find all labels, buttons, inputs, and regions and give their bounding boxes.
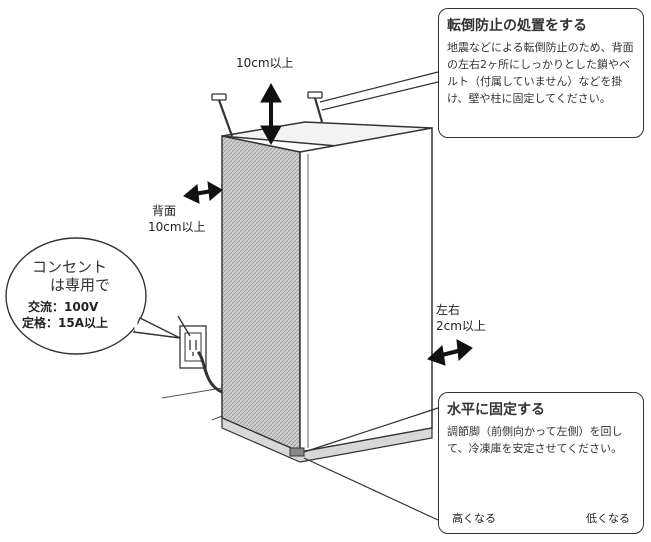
freezer-door: [299, 127, 433, 453]
wall-brackets: [211, 91, 324, 137]
back-clearance-value: 10cm以上: [148, 220, 206, 234]
top-clearance-arrow: [260, 82, 282, 146]
level-title: 水平に固定する: [447, 402, 545, 418]
level-callout: 水平に固定する 調節脚（前側向かって左側）を回して、冷凍庫を安定させてください。: [438, 392, 644, 534]
top-clearance-label: 10cm以上: [236, 56, 294, 70]
outlet-voltage: 交流：100V: [28, 300, 99, 314]
side-clearance-label: 左右: [436, 303, 461, 317]
power-cord: [196, 350, 223, 394]
anti-tip-body: 地震などによる転倒防止のため、背面の左右2ヶ所にしっかりとした鎖やベルト（付属し…: [447, 41, 634, 106]
level-lower-label: 低くなる: [586, 512, 630, 525]
back-clearance-arrow: [183, 181, 223, 204]
side-clearance-value: 2cm以上: [436, 319, 486, 333]
level-body: 調節脚（前側向かって左側）を回して、冷凍庫を安定させてください。: [447, 425, 623, 456]
wall-outlet: [179, 325, 207, 369]
anti-tip-callout: 転倒防止の処置をする 地震などによる転倒防止のため、背面の左右2ヶ所にしっかりと…: [438, 8, 644, 138]
back-clearance-label: 背面: [152, 204, 177, 218]
side-clearance-arrow: [427, 339, 473, 366]
freezer-unit: [221, 121, 433, 463]
anti-tip-title: 転倒防止の処置をする: [447, 18, 587, 34]
freezer-left-side: [221, 135, 301, 454]
level-leader: [303, 407, 439, 453]
outlet-bubble-shape: [5, 237, 191, 355]
outlet-title-line1: コンセント: [32, 258, 108, 276]
adjustable-foot: [289, 447, 305, 457]
anti-tip-leader: [319, 71, 439, 103]
outlet-rating: 定格：15A以上: [22, 316, 108, 330]
level-higher-label: 高くなる: [452, 512, 496, 525]
outlet-title-line2: は専用で: [50, 276, 111, 294]
